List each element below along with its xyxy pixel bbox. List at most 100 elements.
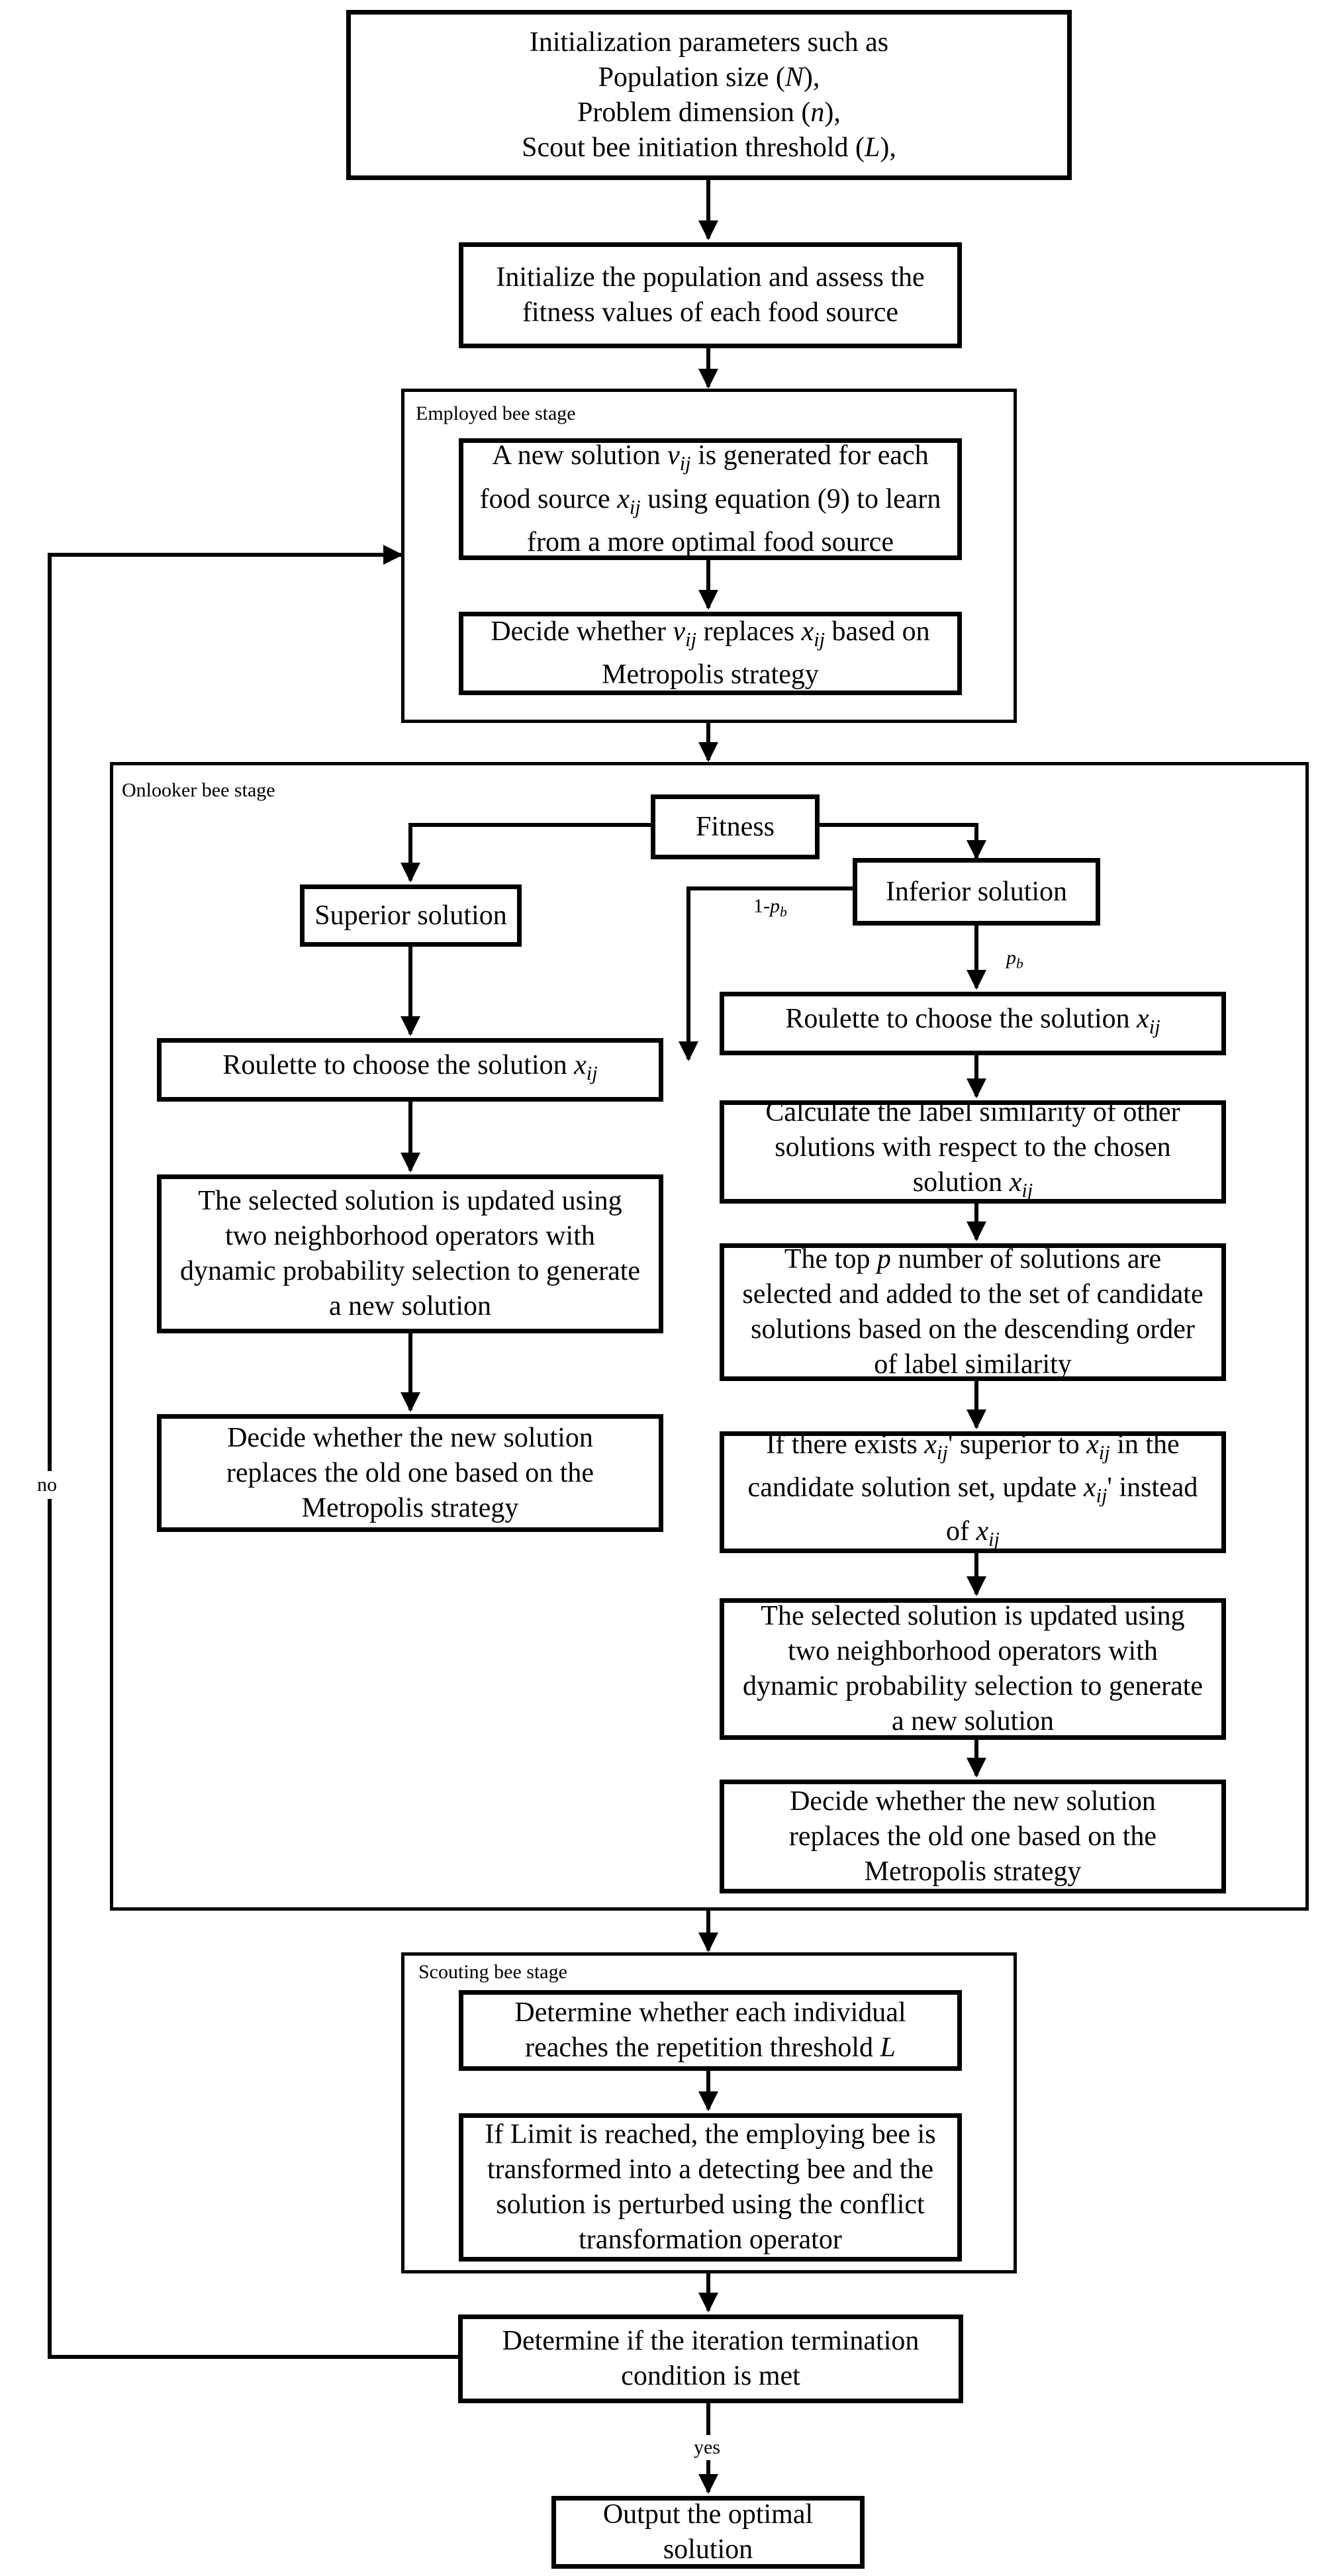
symbol-x: x [1086, 1429, 1099, 1460]
arrow-termination-no-loop [48, 545, 458, 2359]
subscript-ij: ij [586, 1062, 598, 1085]
limit-line-4: transformation operator [579, 2224, 842, 2255]
right-update-line-3: dynamic probability selection to generat… [742, 1671, 1204, 1701]
init-population-line-1: Initialize the population and assess the [496, 262, 925, 293]
repetition-threshold-box: Determine whether each individual reache… [459, 1990, 962, 2071]
right-roulette-text: Roulette to choose the solution [785, 1004, 1137, 1035]
subscript-ij: ij [629, 495, 641, 518]
symbol-x: x [801, 616, 814, 647]
init-parameters-box: Initialization parameters such as Popula… [346, 10, 1072, 180]
onlooker-bee-stage [110, 762, 1309, 1911]
left-roulette-box: Roulette to choose the solution xij [157, 1038, 663, 1102]
employed-decide-text-2: replaces [696, 616, 802, 647]
inferior-solution-box: Inferior solution [853, 858, 1100, 926]
subscript-ij: ij [1096, 1484, 1108, 1507]
symbol-n: n [810, 97, 825, 128]
new-solution-text-1: A new solution [492, 440, 668, 471]
termination-line-1: Determine if the iteration termination [502, 2326, 920, 2356]
new-solution-text-3: food source [479, 483, 618, 514]
output-optimal-solution-box: Output the optimal solution [551, 2496, 865, 2569]
employed-decide-box: Decide whether vij replaces xij based on… [459, 612, 962, 695]
top-p-line-3: solutions based on the descending order [751, 1314, 1195, 1345]
limit-line-3: solution is perturbed using the conflict [496, 2189, 925, 2220]
if-exists-text-1: If there exists [766, 1429, 925, 1460]
init-params-line-1: Initialization parameters such as [529, 26, 889, 58]
edge-label-yes: yes [694, 2435, 720, 2460]
symbol-x: x [1137, 1004, 1149, 1035]
right-update-line-1: The selected solution is updated using [761, 1601, 1185, 1631]
symbol-p: p [770, 895, 780, 917]
superior-solution-box: Superior solution [300, 884, 522, 947]
label-similarity-box: Calculate the label similarity of other … [720, 1097, 1226, 1204]
termination-line-2: condition is met [621, 2361, 800, 2391]
init-population-box: Initialize the population and assess the… [459, 242, 962, 348]
left-update-line-3: dynamic probability selection to generat… [179, 1256, 641, 1286]
if-exists-text-5: ' instead [1107, 1472, 1198, 1503]
symbol-x: x [1009, 1167, 1022, 1198]
symbol-v: v [667, 440, 680, 471]
fitness-box: Fitness [651, 794, 820, 859]
init-params-pop-text: Population size ( [598, 62, 785, 93]
symbol-v: v [673, 616, 686, 647]
limit-line-2: transformed into a detecting bee and the [487, 2154, 934, 2185]
init-population-line-2: fitness values of each food source [522, 297, 898, 328]
if-exists-text-6: of [946, 1515, 976, 1547]
init-params-dim-text: Problem dimension ( [577, 97, 811, 128]
repetition-line-1: Determine whether each individual [514, 1997, 906, 2028]
init-params-dim-suffix: ), [824, 97, 841, 128]
output-line-1: Output the optimal [602, 2499, 814, 2530]
limit-line-1: If Limit is reached, the employing bee i… [485, 2119, 936, 2150]
top-p-box: The top p number of solutions are select… [720, 1243, 1226, 1381]
edge-label-pb: pb [1006, 947, 1023, 975]
symbol-L: L [880, 2032, 896, 2063]
new-solution-text-4: using equation (9) to learn [640, 483, 941, 514]
top-p-line-4: of label similarity [874, 1349, 1072, 1380]
label-similarity-line-3: solution [912, 1167, 1010, 1198]
scouting-bee-stage [401, 1952, 1017, 2273]
new-solution-text-5: from a more optimal food source [526, 526, 894, 557]
termination-condition-box: Determine if the iteration termination c… [458, 2314, 963, 2403]
top-p-text-1: The top [784, 1244, 877, 1274]
right-update-box: The selected solution is updated using t… [720, 1598, 1226, 1740]
label-similarity-line-1: Calculate the label similarity of other [765, 1097, 1180, 1128]
superior-solution-label: Superior solution [314, 900, 507, 931]
right-decide-line-1: Decide whether the new solution [790, 1786, 1156, 1817]
right-decide-line-3: Metropolis strategy [864, 1856, 1082, 1887]
left-decide-line-3: Metropolis strategy [301, 1492, 519, 1523]
limit-reached-box: If Limit is reached, the employing bee i… [459, 2113, 962, 2262]
new-solution-text-2: is generated for each [690, 440, 929, 471]
inferior-solution-label: Inferior solution [885, 876, 1068, 907]
top-p-text-2: number of solutions are [890, 1244, 1162, 1274]
symbol-p: p [876, 1244, 891, 1274]
left-update-line-4: a new solution [329, 1291, 491, 1321]
repetition-line-2: reaches the repetition threshold [525, 2032, 880, 2063]
left-update-line-1: The selected solution is updated using [198, 1186, 622, 1216]
employed-bee-stage [401, 389, 1017, 723]
symbol-x: x [1083, 1472, 1096, 1503]
left-roulette-text: Roulette to choose the solution [222, 1050, 575, 1081]
left-update-box: The selected solution is updated using t… [157, 1174, 663, 1333]
subscript-b: b [1016, 955, 1023, 972]
init-params-threshold-suffix: ), [880, 132, 896, 163]
if-exists-text-4: candidate solution set, update [747, 1472, 1084, 1503]
symbol-x: x [924, 1429, 937, 1460]
subscript-ij: ij [988, 1527, 1000, 1550]
onlooker-bee-stage-label: Onlooker bee stage [122, 779, 275, 801]
if-exists-text-3: in the [1110, 1429, 1180, 1460]
left-update-line-2: two neighborhood operators with [225, 1221, 595, 1251]
right-decide-box: Decide whether the new solution replaces… [720, 1780, 1226, 1893]
edge-label-one-minus-pb: 1-pb [753, 895, 787, 923]
init-params-threshold-text: Scout bee initiation threshold ( [522, 132, 865, 163]
symbol-x: x [617, 483, 630, 514]
init-params-pop-suffix: ), [803, 62, 820, 93]
employed-new-solution-box: A new solution v ij is generated for each… [459, 438, 962, 560]
subscript-ij: ij [937, 1441, 948, 1464]
arrow-fitness-to-superior [401, 823, 651, 883]
symbol-x: x [976, 1515, 989, 1547]
right-update-line-4: a new solution [892, 1706, 1054, 1737]
symbol-x: x [574, 1050, 587, 1081]
left-decide-line-2: replaces the old one based on the [226, 1457, 594, 1488]
employed-decide-text-4: Metropolis strategy [602, 659, 819, 691]
scouting-bee-stage-label: Scouting bee stage [418, 1961, 567, 1983]
